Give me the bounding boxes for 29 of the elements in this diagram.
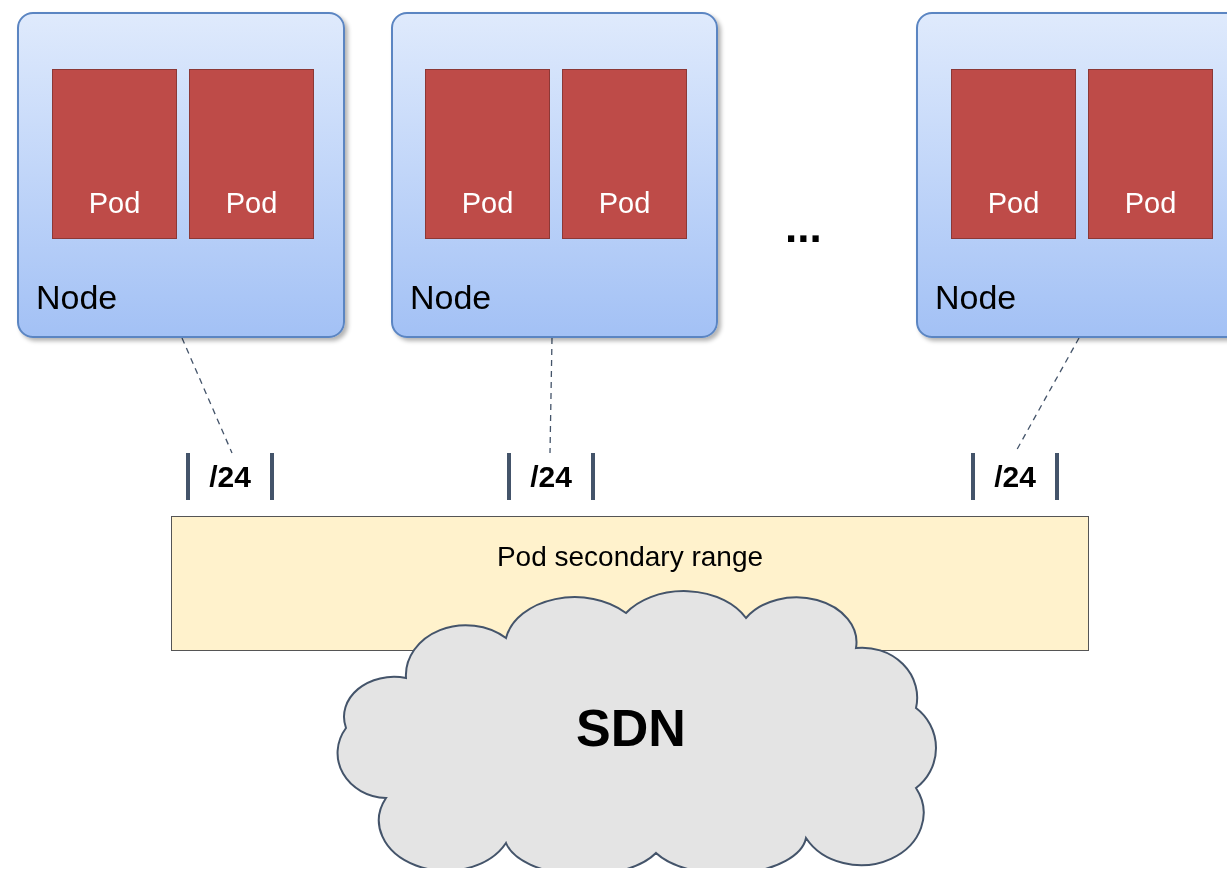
pod-label: Pod (987, 189, 1040, 218)
subnet-segment (186, 453, 274, 500)
subnet-segment (507, 453, 595, 500)
dashed-connector (549, 337, 553, 454)
pod-label: Pod (461, 189, 514, 218)
pod-label: Pod (225, 189, 278, 218)
pod-box (52, 69, 177, 239)
pod-label: Pod (1124, 189, 1177, 218)
pod-label: Pod (598, 189, 651, 218)
cloud-label: SDN (576, 702, 686, 754)
pod-box (951, 69, 1076, 239)
range-label: Pod secondary range (496, 543, 764, 571)
pod-box (562, 69, 687, 239)
subnet-segment (971, 453, 1059, 500)
pod-box (425, 69, 550, 239)
pod-box (1088, 69, 1213, 239)
pod-box (189, 69, 314, 239)
ellipsis-label: ... (785, 205, 822, 249)
pod-label: Pod (88, 189, 141, 218)
subnet-label: /24 (530, 461, 572, 492)
node-label: Node (935, 280, 1017, 314)
node-label: Node (410, 280, 492, 314)
dashed-connector (181, 337, 233, 454)
node-box (17, 12, 345, 338)
node-label: Node (36, 280, 118, 314)
subnet-label: /24 (209, 461, 251, 492)
node-box (391, 12, 718, 338)
node-box (916, 12, 1227, 338)
subnet-label: /24 (994, 461, 1036, 492)
